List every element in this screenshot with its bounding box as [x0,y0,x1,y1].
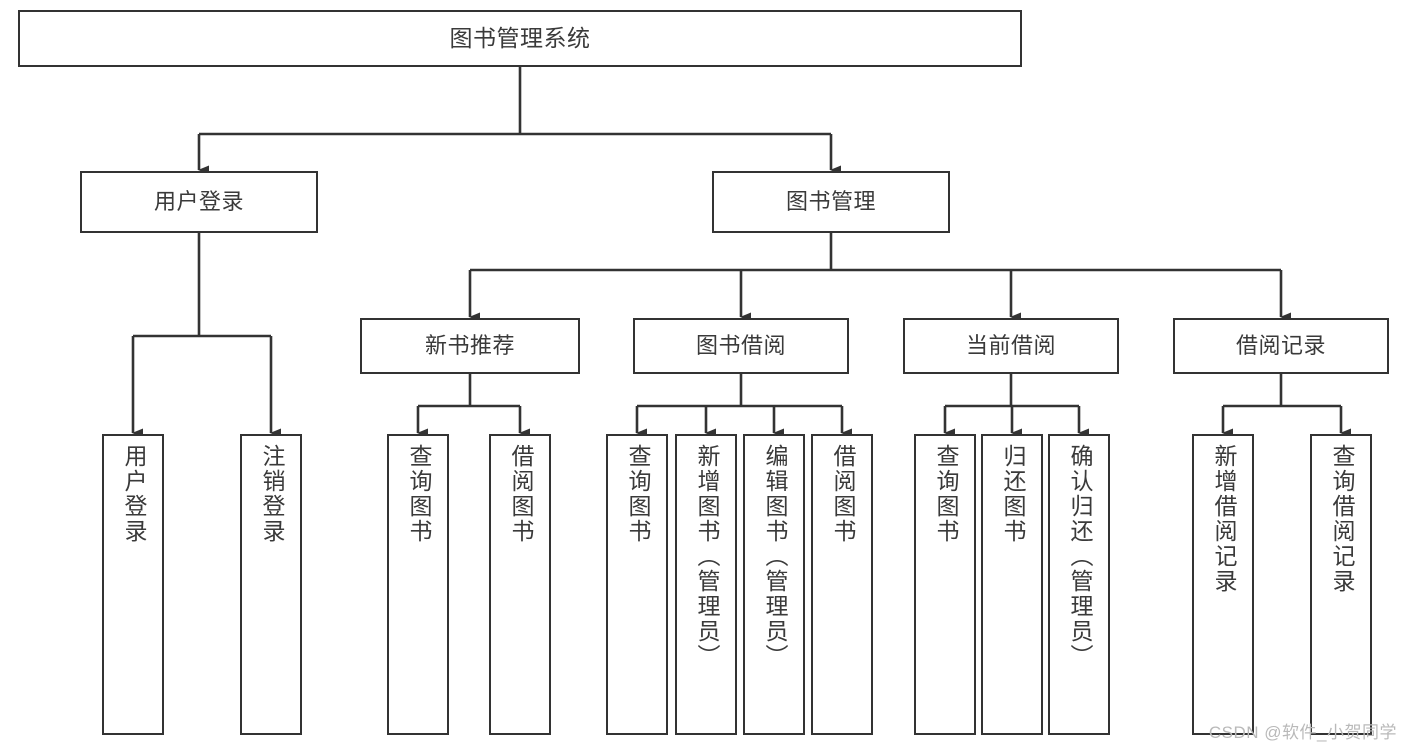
leaf-borrow-book-recommend[interactable]: 借阅图书 [489,434,551,735]
node-book-management[interactable]: 图书管理 [712,171,950,233]
node-new-book-recommend[interactable]: 新书推荐 [360,318,580,374]
leaf-confirm-return-admin[interactable]: 确认归还（管理员） [1048,434,1110,735]
leaf-return-book[interactable]: 归还图书 [981,434,1043,735]
node-current-borrow[interactable]: 当前借阅 [903,318,1119,374]
leaf-query-book-current[interactable]: 查询图书 [914,434,976,735]
leaf-edit-book-admin[interactable]: 编辑图书（管理员） [743,434,805,735]
leaf-query-book-current-label: 查询图书 [932,444,959,544]
leaf-add-book-admin-label: 新增图书（管理员） [693,444,720,669]
leaf-query-book-recommend[interactable]: 查询图书 [387,434,449,735]
node-user-login-label: 用户登录 [153,188,244,214]
leaf-query-borrow-record[interactable]: 查询借阅记录 [1310,434,1372,735]
node-root-label: 图书管理系统 [449,25,591,52]
leaf-edit-book-admin-label: 编辑图书（管理员） [761,444,788,669]
node-book-management-label: 图书管理 [785,188,876,214]
node-borrow-record[interactable]: 借阅记录 [1173,318,1389,374]
leaf-query-book-recommend-label: 查询图书 [405,444,432,544]
node-current-borrow-label: 当前借阅 [965,332,1056,358]
leaf-borrow-book-label: 借阅图书 [829,444,856,544]
node-book-borrow-label: 图书借阅 [695,332,786,358]
leaf-user-login-label: 用户登录 [120,444,147,544]
node-root[interactable]: 图书管理系统 [18,10,1022,67]
node-book-borrow[interactable]: 图书借阅 [633,318,849,374]
leaf-user-login[interactable]: 用户登录 [102,434,164,735]
node-borrow-record-label: 借阅记录 [1235,332,1326,358]
connector-edges [131,67,1351,438]
leaf-add-borrow-record-label: 新增借阅记录 [1210,444,1237,594]
leaf-user-logout[interactable]: 注销登录 [240,434,302,735]
leaf-query-book-borrow-label: 查询图书 [624,444,651,544]
watermark-text: CSDN @软件_小贺同学 [1208,723,1397,742]
leaf-borrow-book-recommend-label: 借阅图书 [507,444,534,544]
leaf-add-book-admin[interactable]: 新增图书（管理员） [675,434,737,735]
node-user-login[interactable]: 用户登录 [80,171,318,233]
leaf-query-book-borrow[interactable]: 查询图书 [606,434,668,735]
leaf-user-logout-label: 注销登录 [258,444,285,544]
leaf-add-borrow-record[interactable]: 新增借阅记录 [1192,434,1254,735]
leaf-borrow-book[interactable]: 借阅图书 [811,434,873,735]
leaf-confirm-return-admin-label: 确认归还（管理员） [1066,444,1093,669]
node-new-book-recommend-label: 新书推荐 [424,332,515,358]
leaf-query-borrow-record-label: 查询借阅记录 [1328,444,1355,594]
leaf-return-book-label: 归还图书 [999,444,1026,544]
